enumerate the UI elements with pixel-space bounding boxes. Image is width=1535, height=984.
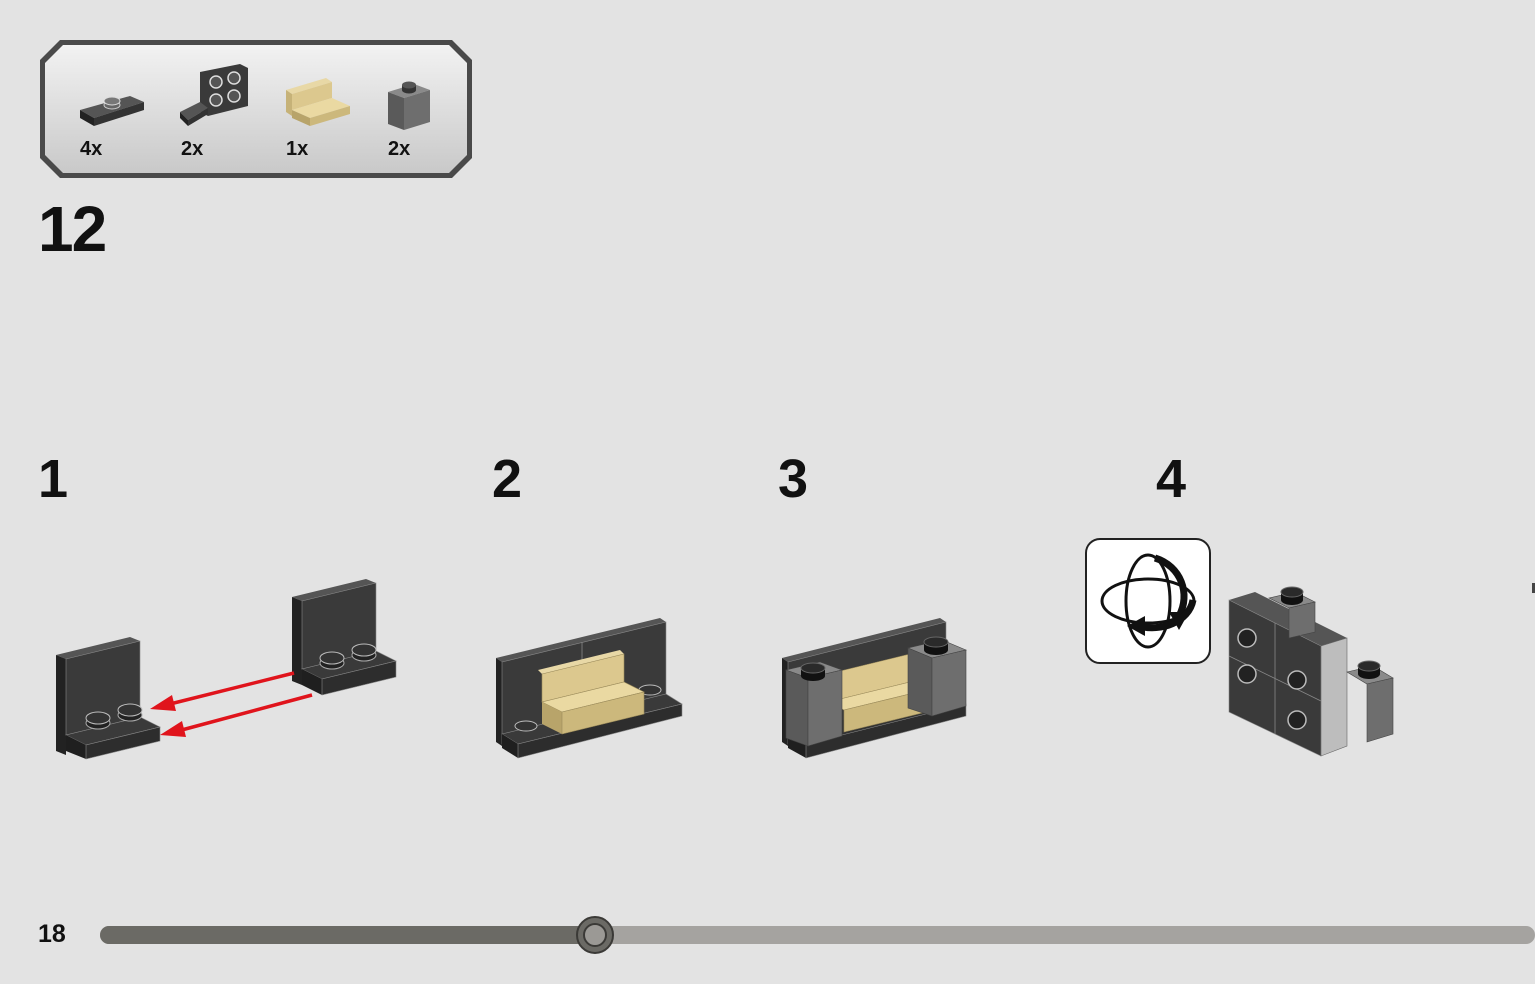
sub-step-number: 3	[778, 449, 809, 509]
page-progress-bar[interactable]	[100, 916, 1535, 954]
page-number: 18	[38, 920, 66, 948]
sub-step-number: 1	[38, 449, 69, 509]
rotate-model-icon	[1085, 538, 1211, 664]
red-move-arrows	[150, 671, 313, 737]
parts-panel-frame	[40, 40, 472, 178]
progress-fill	[100, 926, 595, 944]
step-2-illustration	[496, 618, 683, 759]
parts-list-panel: 4x 2x 1x 2x	[38, 38, 474, 180]
step-1-illustration	[56, 579, 397, 760]
part-quantity: 1x	[286, 138, 309, 160]
progress-knob-center	[583, 923, 607, 947]
bracket-plate-icon	[180, 64, 248, 126]
right-bracket	[292, 579, 397, 696]
part-quantity: 4x	[80, 138, 103, 160]
rotate-model-box	[1085, 538, 1211, 664]
step-3-illustration	[782, 618, 967, 759]
grey-brick-icon	[388, 81, 430, 130]
page-edge-mark	[1532, 583, 1535, 593]
left-bracket	[56, 637, 161, 760]
main-step-number: 12	[38, 193, 107, 265]
part-quantity: 2x	[388, 138, 411, 160]
step-4-illustration	[1228, 586, 1394, 757]
sub-step-number: 4	[1156, 449, 1187, 509]
sub-step-number: 2	[492, 449, 523, 509]
part-quantity: 2x	[181, 138, 204, 160]
tan-bracket-icon	[286, 78, 350, 126]
jumper-plate-icon	[80, 96, 144, 126]
